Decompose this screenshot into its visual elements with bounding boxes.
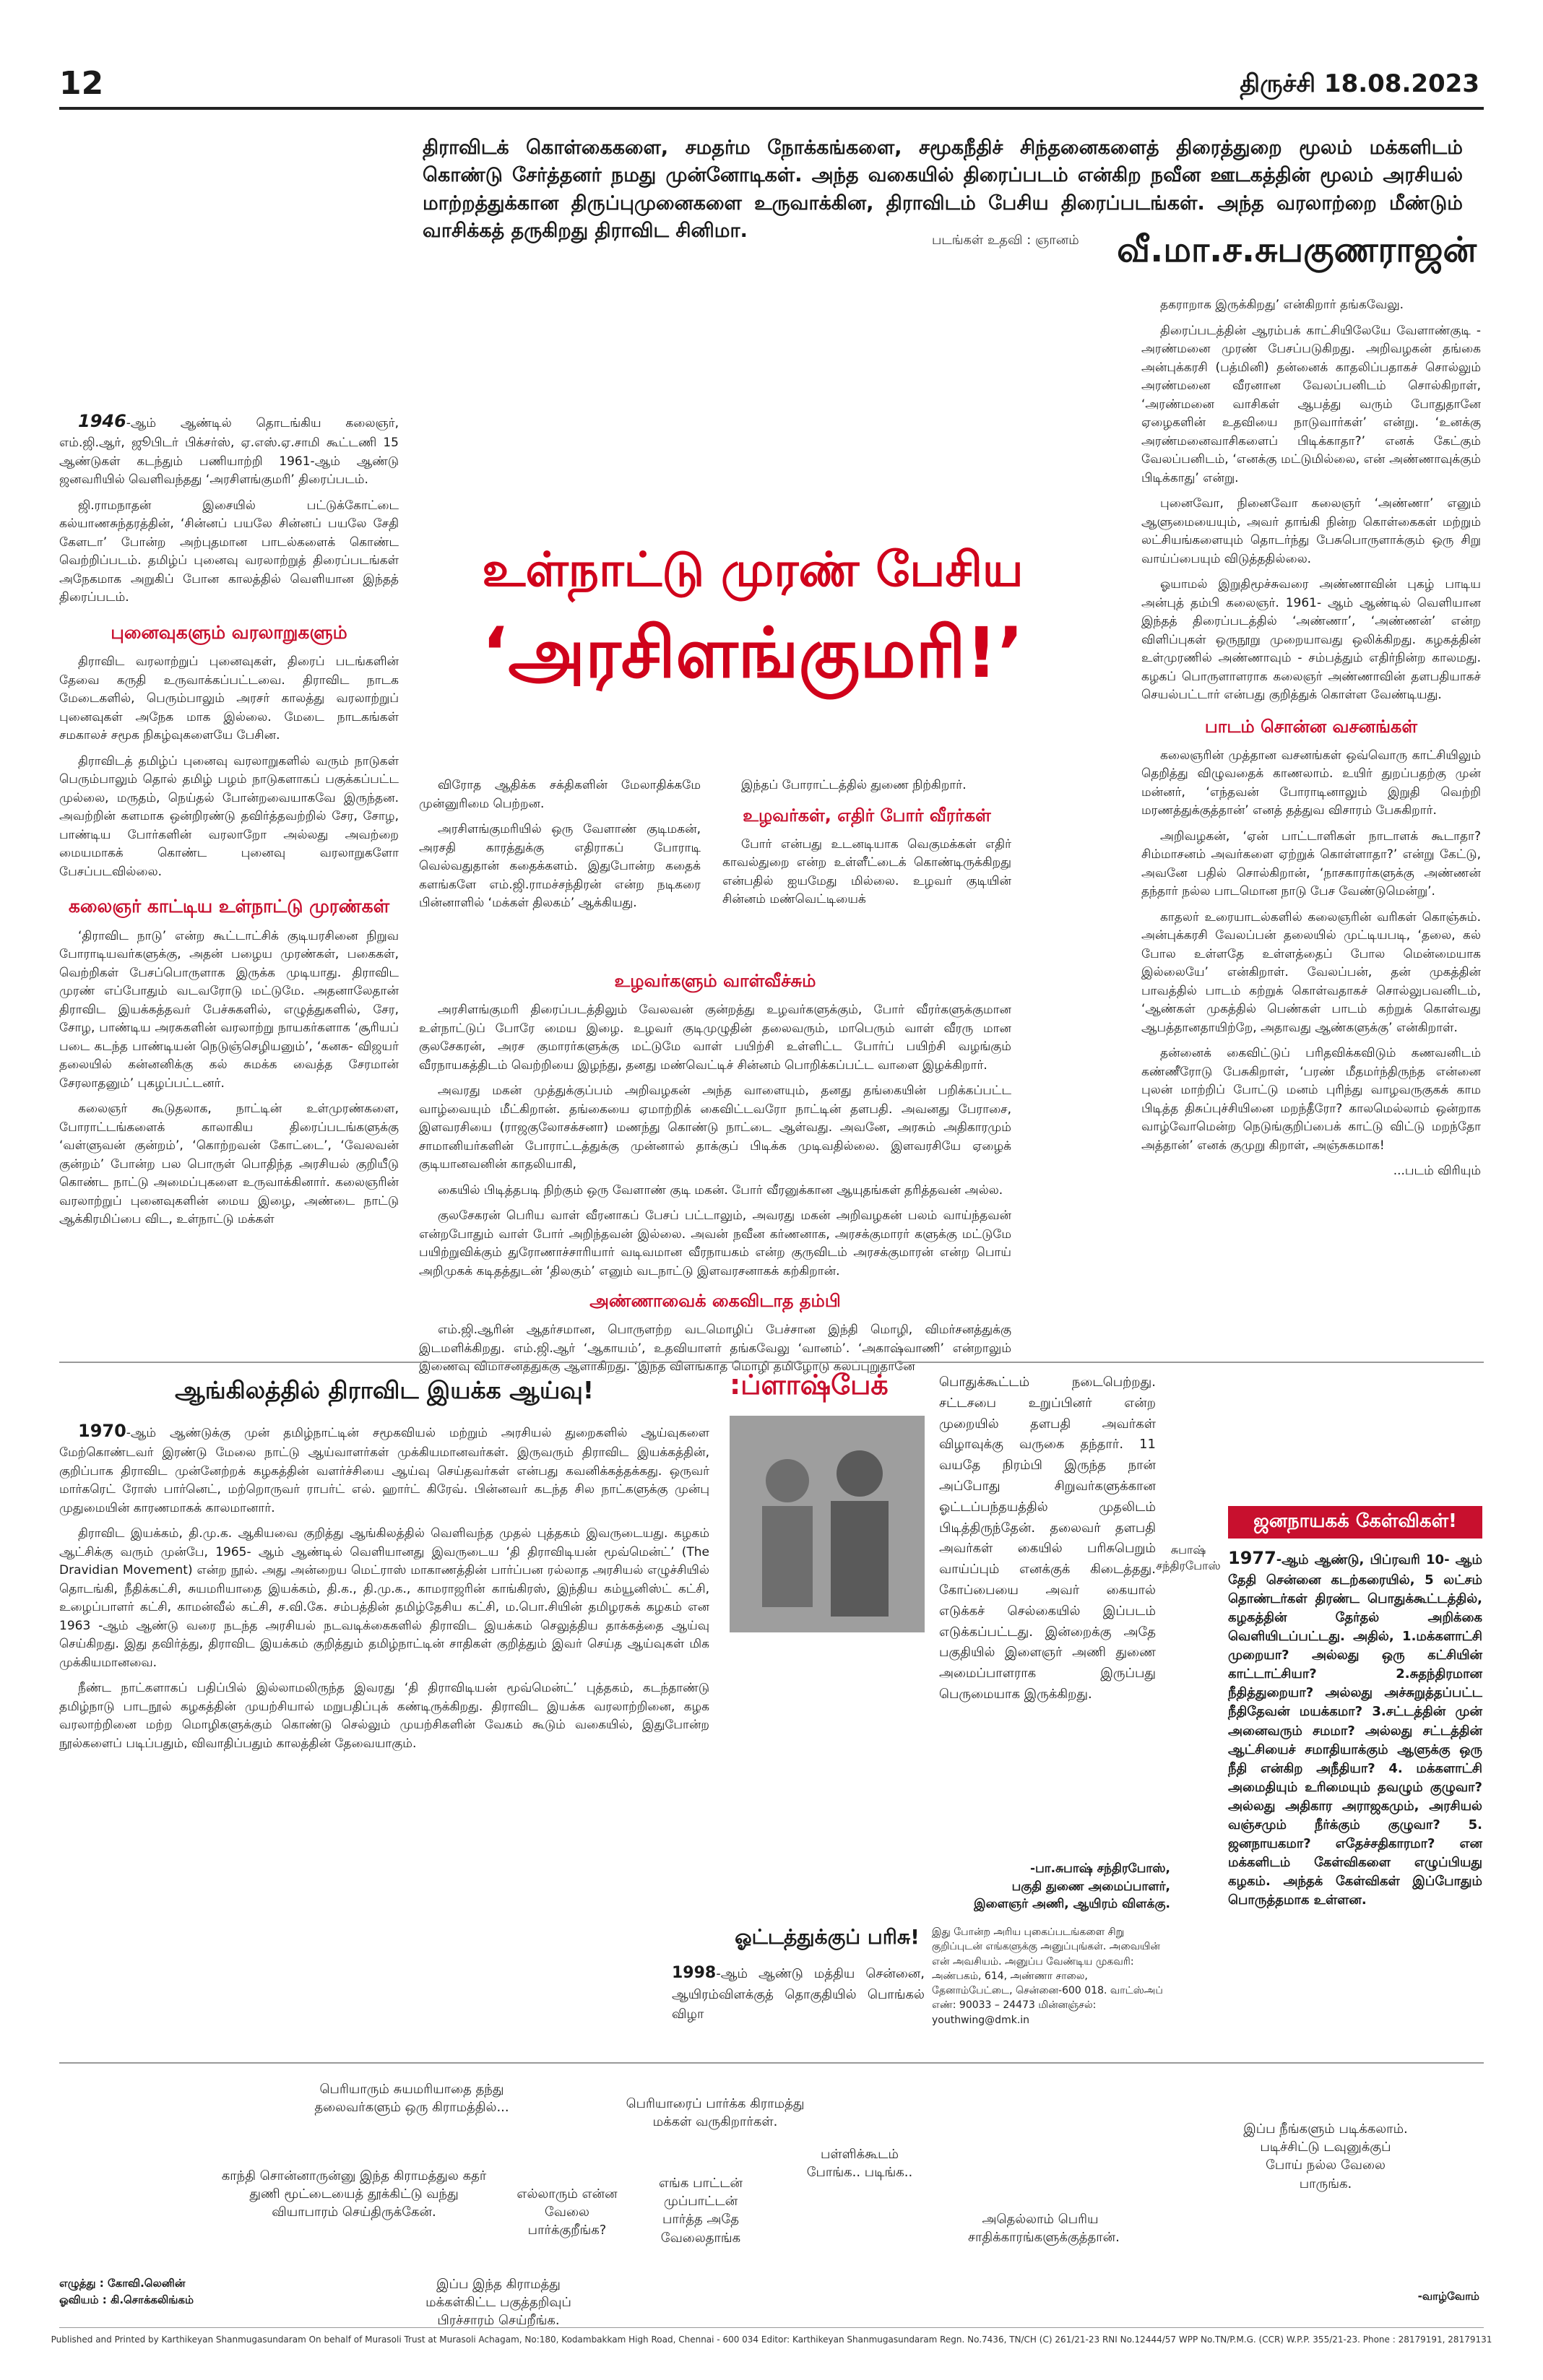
- photo-caption: சுபாஷ் சந்திரபோஸ்: [1149, 1542, 1228, 1575]
- paragraph: ஓயாமல் இறுதிமூச்சுவரை அண்ணாவின் புகழ் பா…: [1141, 577, 1481, 702]
- prize-text: 1998-ஆம் ஆண்டு மத்திய சென்னை, ஆயிரம்விளக…: [672, 1961, 925, 2031]
- column-1: 1946-ஆம் ஆண்டில் தொடங்கிய கலைஞர், எம்.ஜி…: [59, 408, 399, 1237]
- photo-caption-line: சுபாஷ்: [1170, 1543, 1206, 1557]
- subheading: அண்ணாவைக் கைவிடாத தம்பி: [589, 1291, 841, 1311]
- subheading: உழவர்கள், எதிர் போர் வீரர்கள்: [743, 805, 991, 826]
- paragraph: திராவிட இயக்கம், தி.மு.க. ஆகியவை குறித்த…: [59, 1526, 709, 1670]
- paragraph: இந்தப் போராட்டத்தில் துணை நிற்கிறார்.: [741, 778, 967, 792]
- democracy-box: ஜனநாயகக் கேள்விகள்! 1977-ஆம் ஆண்டு, பிப்…: [1228, 1506, 1482, 1910]
- paragraph: அறிவழகன், ‘ஏன் பாட்டாளிகள் நாடாளக் கூடாத…: [1141, 828, 1481, 899]
- box-title: ஓட்டத்துக்குப் பரிசு!: [735, 1925, 920, 1949]
- comic-bubble: இப்ப நீங்களும் படிக்கலாம். படிச்சிட்டு ட…: [1243, 2121, 1408, 2191]
- series-signoff: -வாழ்வோம்: [1417, 2290, 1479, 2303]
- paragraph: விரோத ஆதிக்க சக்திகளின் மேலாதிக்கமே முன்…: [419, 778, 701, 811]
- comic-bubble: அதெல்லாம் பெரிய சாதிக்காரங்களுக்குத்தான்…: [968, 2212, 1120, 2246]
- photo-credit: படங்கள் உதவி : ஞானம்: [932, 233, 1079, 248]
- paragraph: கையில் பிடித்தபடி நிற்கும் ஒரு வேளாண் கு…: [438, 1182, 1003, 1198]
- people-photo-icon: [730, 1416, 925, 1632]
- photo-caption-line: சந்திரபோஸ்: [1156, 1559, 1221, 1573]
- intro-paragraph: திராவிடக் கொள்கைகளை, சமதர்ம நோக்கங்களை, …: [423, 137, 1463, 242]
- paragraph: -ஆம் ஆண்டு மத்திய சென்னை, ஆயிரம்விளக்குத…: [672, 1966, 925, 2022]
- page-number: 12: [59, 65, 104, 102]
- signature-line: இளைஞர் அணி, ஆயிரம் விளக்கு.: [974, 1897, 1170, 1912]
- paragraph: ஜி.ராமநாதன் இசையில் பட்டுக்கோட்டை கல்யாண…: [59, 498, 399, 605]
- submission-note: இது போன்ற அரிய புகைப்படங்களை சிறு குறிப்…: [932, 1926, 1163, 2026]
- credit-line: எழுத்து : கோவி.லெனின்: [59, 2277, 186, 2290]
- paragraph: அவரது மகன் முத்துக்குப்பம் அறிவழகன் அந்த…: [419, 1083, 1011, 1172]
- box-title: ஜனநாயகக் கேள்விகள்!: [1228, 1506, 1482, 1539]
- comic-credits: எழுத்து : கோவி.லெனின் ஓவியம் : கி.சொக்கல…: [59, 2275, 194, 2308]
- credit-line: ஓவியம் : கி.சொக்கலிங்கம்: [59, 2293, 194, 2306]
- paragraph: குலசேகரன் பெரிய வாள் வீரனாகப் பேசப் பட்ட…: [419, 1208, 1011, 1278]
- paragraph: -ஆம் ஆண்டுக்கு முன் தமிழ்நாட்டின் சமூகவி…: [59, 1426, 709, 1515]
- comic-bubble: பெரியாரைப் பார்க்க கிராமத்து மக்கள் வருக…: [626, 2096, 805, 2130]
- subheading: பாடம் சொன்ன வசனங்கள்: [1204, 716, 1418, 737]
- paragraph: அரசிளங்குமரி திரைப்படத்திலும் வேலவன் குன…: [419, 1003, 1011, 1073]
- comic-bubble: எல்லாரும் என்ன வேலை பார்க்குறீங்க?: [517, 2186, 618, 2238]
- continued-label: ...படம் விரியும்: [1393, 1164, 1481, 1178]
- column-right: தகராறாக இருக்கிறது’ என்கிறார் தங்கவேலு. …: [1141, 296, 1481, 1181]
- subheading: கலைஞர் காட்டிய உள்நாட்டு முரண்கள்: [68, 896, 390, 917]
- paragraph: போர் என்பது உடனடியாக வெகுமக்கள் எதிர் கா…: [722, 836, 1011, 907]
- author-name: வீ.மா.ச.சுபகுணராஜன்: [1117, 230, 1477, 270]
- lead-year: 1970: [78, 1421, 126, 1441]
- paragraph: நீண்ட நாட்களாகப் பதிப்பில் இல்லாமலிருந்த…: [59, 1681, 709, 1751]
- lead-year: 1946: [78, 411, 126, 431]
- signature-line: -பா.சுபாஷ் சந்திரபோஸ்,: [1030, 1861, 1170, 1876]
- paragraph: எம்.ஜி.ஆரின் ஆதர்சமான, பொருளற்ற வடமொழிப்…: [419, 1323, 1011, 1374]
- paragraph: புனைவோ, நினைவோ கலைஞர் ‘அண்ணா’ எனும் ஆளும…: [1141, 496, 1481, 566]
- column-2: விரோத ஆதிக்க சக்திகளின் மேலாதிக்கமே முன்…: [419, 776, 701, 920]
- paragraph: கலைஞரின் முத்தான வசனங்கள் ஒவ்வொரு காட்சி…: [1141, 748, 1481, 818]
- subheading: புனைவுகளும் வரலாறுகளும்: [111, 621, 347, 643]
- paragraph: தகராறாக இருக்கிறது’ என்கிறார் தங்கவேலு.: [1160, 298, 1404, 312]
- paragraph: கலைஞர் கூடுதலாக, நாட்டின் உள்முரண்களை, ப…: [59, 1102, 399, 1226]
- flashback-text: பொதுக்கூட்டம் நடைபெற்றது. சட்டசபை உறுப்ப…: [939, 1372, 1156, 1713]
- paragraph: திராவிட வரலாற்றுப் புனைவுகள், திரைப் படங…: [59, 654, 399, 743]
- column-middle-wide: உழவர்களும் வாள்வீச்சும் அரசிளங்குமரி திர…: [419, 968, 1011, 1384]
- comic-bubble: எங்க பாட்டன் முப்பாட்டன் பார்த்த அதே வேல…: [659, 2176, 743, 2246]
- box-title: ஆங்கிலத்தில் திராவிட இயக்க ஆய்வு!: [175, 1376, 594, 1404]
- section-divider: [59, 1362, 1484, 1363]
- paragraph: -ஆம் ஆண்டு, பிப்ரவரி 10- ஆம் தேதி சென்னை…: [1228, 1552, 1482, 1908]
- paragraph: பொதுக்கூட்டம் நடைபெற்றது. சட்டசபை உறுப்ப…: [939, 1375, 1156, 1702]
- signature-line: பகுதி துணை அமைப்பாளர்,: [1011, 1879, 1170, 1894]
- headline-line-2: ‘அரசிளங்குமரி!’: [482, 613, 1024, 693]
- paragraph: தன்னைக் கைவிட்டுப் பரிதவிக்கவிடும் கணவனி…: [1141, 1046, 1481, 1153]
- flashback-photo: [730, 1416, 925, 1632]
- headline-line-1: உள்நாட்டு முரண் பேசிய: [482, 542, 1024, 597]
- masthead-rule: [59, 107, 1484, 110]
- flashback-title: :ப்ளாஷ்பேக்: [730, 1369, 889, 1401]
- lead-year: 1998: [672, 1964, 717, 1982]
- paragraph: காதலர் உரையாடல்களில் கலைஞரின் வரிகள் கொஞ…: [1141, 909, 1481, 1035]
- flashback-signature: -பா.சுபாஷ் சந்திரபோஸ், பகுதி துணை அமைப்ப…: [932, 1860, 1170, 1913]
- democracy-text: 1977-ஆம் ஆண்டு, பிப்ரவரி 10- ஆம் தேதி செ…: [1228, 1546, 1482, 1910]
- section-divider: [59, 2062, 1484, 2064]
- comic-bubble: காந்தி சொன்னாருன்னு இந்த கிராமத்துல கதர்…: [221, 2168, 487, 2220]
- comic-bubble: இப்ப இந்த கிராமத்து மக்கள்கிட்ட பகுத்தறி…: [425, 2277, 571, 2329]
- prize-box: ஓட்டத்துக்குப் பரிசு!: [730, 1925, 925, 1952]
- paragraph: அரசிளங்குமரியில் ஒரு வேளாண் குடிமகன், அர…: [419, 822, 701, 910]
- paragraph: -ஆம் ஆண்டில் தொடங்கிய கலைஞர், எம்.ஜி.ஆர்…: [59, 416, 399, 487]
- edition-date: திருச்சி 18.08.2023: [1240, 69, 1479, 98]
- english-book-box: ஆங்கிலத்தில் திராவிட இயக்க ஆய்வு! 1970-ஆ…: [59, 1376, 709, 1760]
- lead-year: 1977: [1228, 1548, 1276, 1568]
- imprint-footer: Published and Printed by Karthikeyan Sha…: [51, 2334, 1492, 2345]
- subheading: உழவர்களும் வாள்வீச்சும்: [614, 971, 816, 991]
- paragraph: ‘திராவிட நாடு’ என்ற கூட்டாட்சிக் குடியரச…: [59, 928, 399, 1091]
- comic-bubble: பள்ளிக்கூடம் போங்க.. படிங்க..: [806, 2147, 913, 2181]
- comic-bubble: பெரியாரும் சுயமரியாதை தந்து தலைவர்களும் …: [314, 2082, 509, 2116]
- footer-rule: [59, 2327, 1484, 2328]
- paragraph: திரைப்படத்தின் ஆரம்பக் காட்சியிலேயே வேளா…: [1141, 323, 1481, 485]
- column-3: இந்தப் போராட்டத்தில் துணை நிற்கிறார். உழ…: [722, 776, 1011, 917]
- paragraph: திராவிடத் தமிழ்ப் புனைவு வரலாறுகளில் வரு…: [59, 753, 399, 879]
